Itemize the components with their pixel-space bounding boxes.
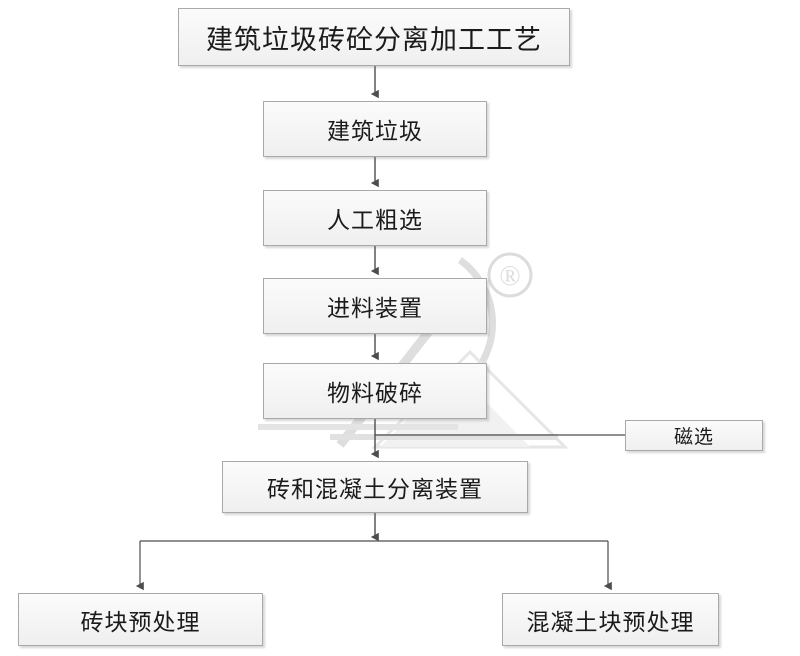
- node-magnetic-separation[interactable]: 磁选: [625, 420, 763, 451]
- node-brick-concrete-separator[interactable]: 砖和混凝土分离装置: [222, 461, 528, 513]
- node-label: 砖和混凝土分离装置: [267, 477, 483, 502]
- node-feeding-device[interactable]: 进料装置: [263, 278, 487, 334]
- node-process-title[interactable]: 建筑垃圾砖砼分离加工工艺: [178, 8, 570, 66]
- node-label: 建筑垃圾砖砼分离加工工艺: [206, 24, 542, 55]
- registered-mark-glyph: ®: [499, 261, 520, 292]
- node-label: 磁选: [673, 427, 714, 448]
- node-material-crushing[interactable]: 物料破碎: [263, 363, 487, 419]
- node-label: 砖块预处理: [80, 609, 201, 635]
- node-label: 物料破碎: [327, 381, 423, 406]
- node-label: 混凝土块预处理: [526, 609, 695, 635]
- node-brick-pretreatment[interactable]: 砖块预处理: [18, 593, 263, 646]
- node-manual-sorting[interactable]: 人工粗选: [263, 190, 487, 246]
- node-label: 人工粗选: [327, 208, 423, 233]
- node-concrete-pretreatment[interactable]: 混凝土块预处理: [502, 593, 719, 646]
- node-label: 进料装置: [327, 296, 423, 321]
- node-construction-waste[interactable]: 建筑垃圾: [263, 101, 487, 157]
- node-label: 建筑垃圾: [327, 119, 423, 144]
